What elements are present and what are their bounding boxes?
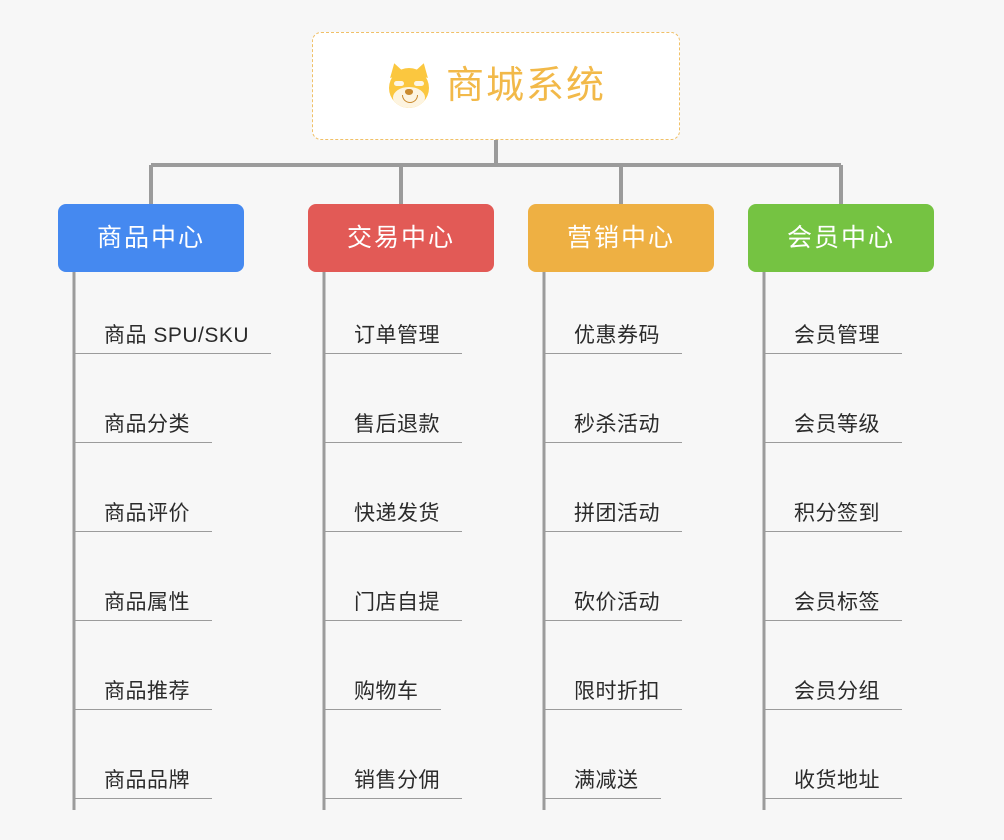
leaf-item[interactable]: 商品分类	[74, 399, 212, 443]
category-box-4[interactable]: 会员中心	[748, 204, 934, 272]
leaf-item-label: 销售分佣	[354, 768, 440, 792]
leaf-item[interactable]: 拼团活动	[544, 488, 682, 532]
leaf-item[interactable]: 优惠券码	[544, 310, 682, 354]
leaf-item-label: 砍价活动	[574, 590, 660, 614]
category-box-3[interactable]: 营销中心	[528, 204, 714, 272]
root-node[interactable]: 商城系统	[312, 32, 680, 140]
leaf-item[interactable]: 商品推荐	[74, 666, 212, 710]
leaf-item[interactable]: 商品属性	[74, 577, 212, 621]
leaf-item-label: 拼团活动	[574, 501, 660, 525]
shiba-nose	[404, 89, 413, 95]
category-label: 营销中心	[566, 223, 675, 252]
leaf-item[interactable]: 秒杀活动	[544, 399, 682, 443]
leaf-item-label: 商品分类	[104, 412, 190, 436]
leaf-item[interactable]: 限时折扣	[544, 666, 682, 710]
leaf-item-label: 满减送	[574, 768, 639, 792]
leaf-item-label: 快递发货	[354, 501, 440, 525]
leaf-item[interactable]: 积分签到	[764, 488, 902, 532]
leaf-item-label: 商品品牌	[104, 768, 190, 792]
leaf-item-label: 会员标签	[794, 590, 880, 614]
shiba-eye-right	[413, 81, 424, 86]
leaf-item[interactable]: 快递发货	[324, 488, 462, 532]
leaf-item[interactable]: 购物车	[324, 666, 441, 710]
category-label: 会员中心	[786, 223, 895, 252]
leaf-item[interactable]: 收货地址	[764, 755, 902, 799]
category-label: 交易中心	[346, 223, 455, 252]
leaf-item-label: 商品评价	[104, 501, 190, 525]
leaf-item[interactable]: 售后退款	[324, 399, 462, 443]
leaf-item-label: 积分签到	[794, 501, 880, 525]
leaf-item-label: 会员分组	[794, 679, 880, 703]
leaf-item[interactable]: 会员等级	[764, 399, 902, 443]
leaf-item-label: 会员等级	[794, 412, 880, 436]
leaf-item[interactable]: 商品品牌	[74, 755, 212, 799]
leaf-item[interactable]: 商品评价	[74, 488, 212, 532]
leaf-item-label: 优惠券码	[574, 323, 660, 347]
shiba-eye-left	[393, 81, 404, 86]
leaf-item-label: 会员管理	[794, 323, 880, 347]
leaf-item-label: 订单管理	[354, 323, 440, 347]
leaf-item-label: 门店自提	[354, 590, 440, 614]
category-box-2[interactable]: 交易中心	[308, 204, 494, 272]
leaf-item-label: 商品推荐	[104, 679, 190, 703]
category-label: 商品中心	[96, 223, 205, 252]
leaf-item[interactable]: 会员管理	[764, 310, 902, 354]
leaf-item-label: 收货地址	[794, 768, 880, 792]
leaf-item[interactable]: 门店自提	[324, 577, 462, 621]
root-title: 商城系统	[445, 65, 606, 107]
leaf-item-label: 商品属性	[104, 590, 190, 614]
leaf-item-label: 商品 SPU/SKU	[104, 323, 250, 347]
leaf-item-label: 购物车	[354, 679, 419, 703]
leaf-item[interactable]: 商品 SPU/SKU	[74, 310, 271, 354]
leaf-item[interactable]: 砍价活动	[544, 577, 682, 621]
leaf-item[interactable]: 销售分佣	[324, 755, 462, 799]
leaf-item-label: 限时折扣	[574, 679, 660, 703]
leaf-item[interactable]: 会员分组	[764, 666, 902, 710]
leaf-item[interactable]: 满减送	[544, 755, 661, 799]
category-box-1[interactable]: 商品中心	[58, 204, 244, 272]
shiba-dog-face-icon	[386, 61, 432, 109]
leaf-item[interactable]: 订单管理	[324, 310, 462, 354]
leaf-item-label: 售后退款	[354, 412, 440, 436]
leaf-item[interactable]: 会员标签	[764, 577, 902, 621]
shiba-head	[388, 68, 429, 108]
leaf-item-label: 秒杀活动	[574, 412, 660, 436]
